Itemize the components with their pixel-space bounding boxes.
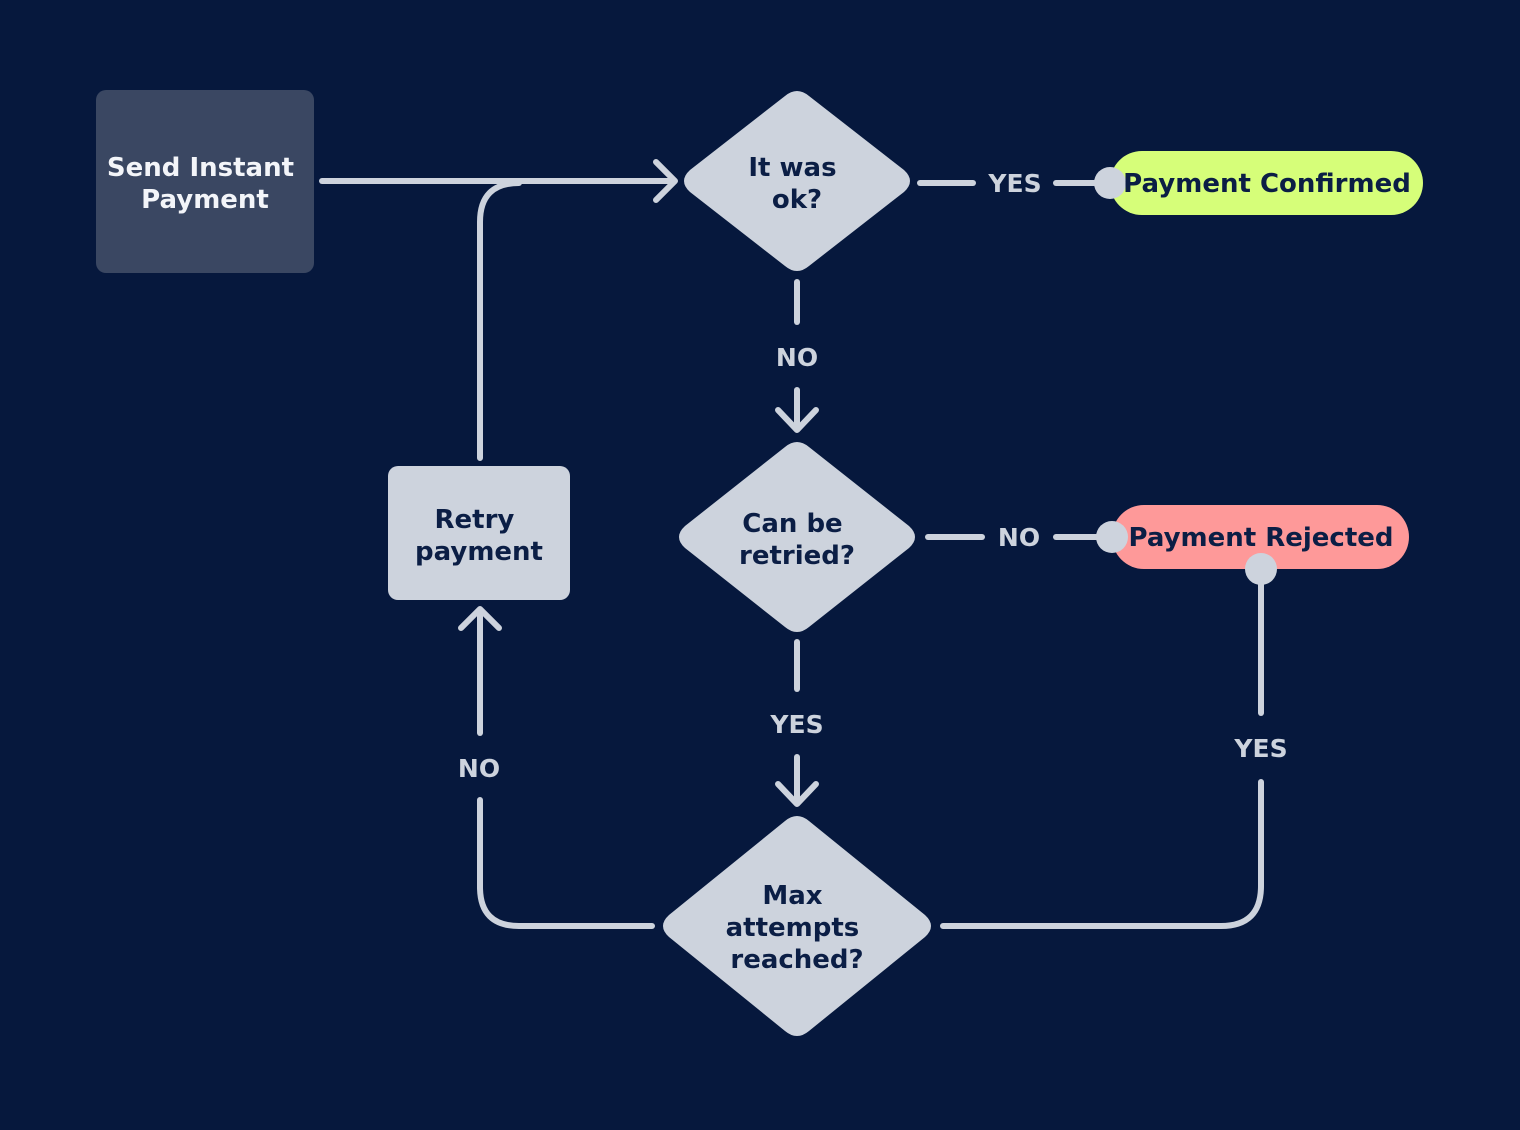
arrowhead-start-to-check xyxy=(653,159,678,203)
retry-node-box xyxy=(388,466,570,600)
edge-label-ok-no: NO xyxy=(776,343,818,372)
start-node-label: Send Instant Payment xyxy=(107,153,303,215)
edge-label-ok-yes: YES xyxy=(987,169,1041,198)
max-attempts-label: Max attempts reached? xyxy=(726,881,869,975)
rejected-node xyxy=(1112,505,1409,569)
arrowhead-max-no xyxy=(458,606,502,631)
confirmed-node-label: Payment Confirmed xyxy=(1123,169,1411,199)
retry-node-label: Retry payment xyxy=(415,505,543,567)
rejected-port-left xyxy=(1096,521,1128,553)
arrowhead-retry-yes xyxy=(775,781,819,807)
confirmed-port-left xyxy=(1094,167,1126,199)
can-retry-label: Can be retried? xyxy=(739,509,855,571)
start-node-box xyxy=(96,90,314,273)
confirmed-node xyxy=(1110,151,1423,215)
arrowhead-ok-no xyxy=(775,407,819,433)
check-ok-decision xyxy=(684,91,910,271)
can-retry-decision xyxy=(679,442,915,632)
edge-label-retry-no: NO xyxy=(998,523,1040,552)
check-ok-label: It was ok? xyxy=(748,153,845,215)
rejected-node-label: Payment Rejected xyxy=(1128,523,1393,553)
edge-label-max-yes: YES xyxy=(1233,734,1287,763)
edge-label-retry-yes: YES xyxy=(769,710,823,739)
edge-max-yes-bottom xyxy=(940,779,1264,929)
rejected-port-bottom xyxy=(1245,553,1277,585)
edge-retry-to-check xyxy=(477,180,522,461)
edge-label-max-no: NO xyxy=(458,754,500,783)
edge-max-no-bottom xyxy=(477,797,655,929)
max-attempts-decision xyxy=(663,816,931,1036)
